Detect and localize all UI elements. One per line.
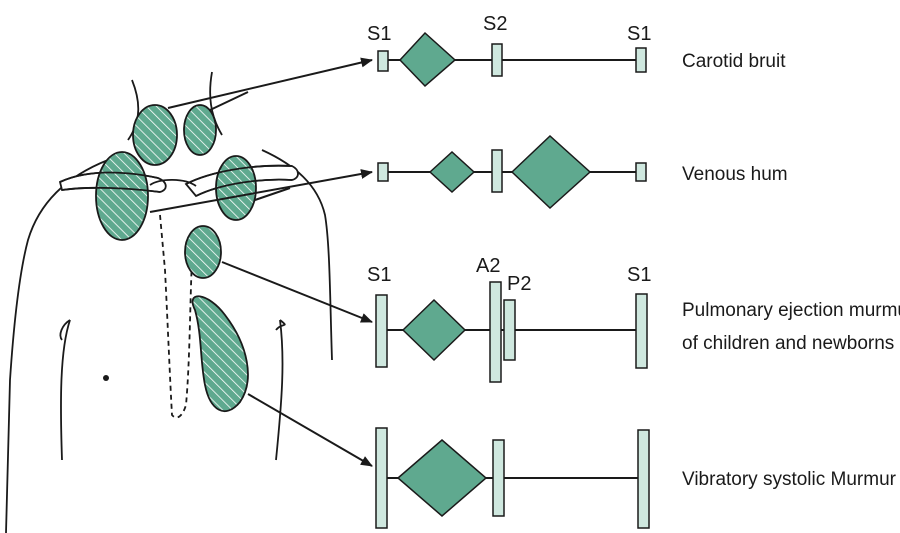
row-venous-hum: Venous hum	[377, 134, 788, 210]
sternum-top	[149, 178, 197, 187]
arrow-vibratory	[247, 393, 373, 467]
left-arm-curve	[59, 319, 71, 341]
murmur-diamond	[428, 150, 476, 194]
area-supraclavicular-left	[95, 151, 149, 241]
arrow-carotid-2	[209, 91, 249, 111]
pointer-arrows	[149, 57, 373, 467]
heart-sound-bar	[491, 149, 503, 193]
nipple-dot	[103, 375, 109, 381]
heart-sound-bar	[635, 47, 647, 73]
marker-label: S1	[367, 23, 391, 45]
arrow-pulmonary	[221, 261, 373, 323]
murmur-diamond	[510, 134, 592, 210]
marker-label: A2	[476, 255, 500, 277]
heart-sound-bar	[503, 299, 516, 361]
row-label: Vibratory systolic Murmur	[682, 469, 897, 490]
marker-label: S1	[627, 264, 651, 286]
marker-label: S1	[627, 23, 651, 45]
auscultation-areas	[95, 104, 257, 413]
row-vibratory-systolic-murmur: Vibratory systolic Murmur	[375, 427, 897, 529]
row-pulmonary-ejection-murmur: S1 A2 P2 S1 Pulmonary ejection murmur of…	[367, 255, 900, 383]
row-label: Carotid bruit	[682, 51, 786, 72]
heart-sound-bar	[635, 162, 647, 182]
area-carotid-right	[183, 104, 217, 156]
arrow-carotid-1	[167, 57, 373, 109]
heart-sound-bar	[637, 429, 650, 529]
murmur-diamond	[396, 439, 488, 517]
heart-sound-bar	[635, 293, 648, 369]
row-label: Venous hum	[682, 164, 788, 185]
heart-sound-bar	[377, 50, 389, 72]
row-label: of children and newborns	[682, 333, 894, 354]
area-carotid-left	[132, 104, 178, 166]
heart-sound-bar	[492, 439, 505, 517]
neck-left-line	[127, 79, 140, 141]
murmur-diamond	[401, 298, 467, 362]
marker-label: S2	[483, 13, 507, 35]
arrow-venous-hum-2	[254, 187, 291, 201]
murmur-diamond	[398, 31, 457, 88]
left-arm-line	[60, 319, 71, 461]
heart-sound-bar	[489, 281, 502, 383]
left-shoulder-line	[5, 159, 109, 533]
heart-sound-bar	[375, 294, 388, 368]
sternum-dashed	[159, 214, 193, 419]
arrow-venous-hum	[149, 169, 373, 213]
area-left-sternal-border	[191, 295, 249, 413]
area-pulmonic	[184, 225, 222, 279]
clavicle-overlay	[59, 164, 293, 197]
heart-sound-bar	[377, 162, 389, 182]
marker-label: S1	[367, 264, 391, 286]
heart-sound-bar	[375, 427, 388, 529]
neck-right-line	[209, 71, 223, 136]
area-supraclavicular-right	[215, 155, 257, 221]
right-arm-line	[275, 319, 284, 461]
heart-sound-bar	[491, 43, 503, 77]
row-carotid-bruit: S1 S2 S1 Carotid bruit	[367, 13, 786, 88]
row-label: Pulmonary ejection murmur	[682, 300, 900, 321]
right-arm-curve	[275, 319, 286, 331]
marker-label: P2	[507, 273, 531, 295]
